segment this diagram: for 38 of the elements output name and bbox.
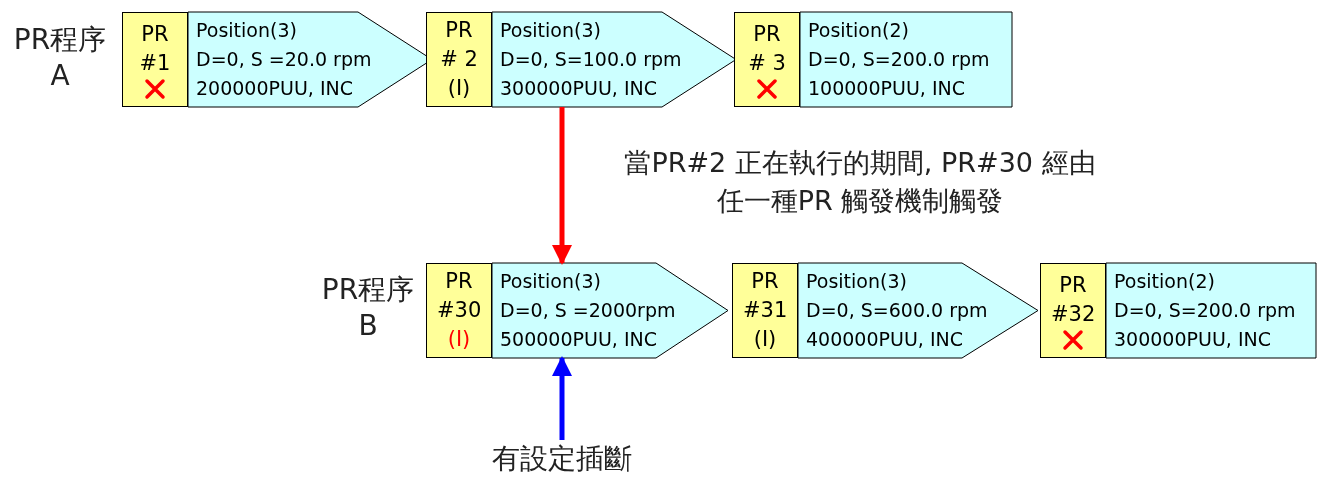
pr-number: PR #31 <box>743 268 787 324</box>
command-text: D=0, S=100.0 rpm <box>500 47 682 72</box>
status-mark: (I) <box>752 326 778 353</box>
command-text: Position(2) <box>808 18 909 43</box>
program-label: PR程序 B <box>320 272 416 344</box>
pr-number-box <box>426 263 492 358</box>
command-text: Position(2) <box>1114 269 1215 294</box>
command-text: Position(3) <box>196 18 297 43</box>
arrow <box>552 107 572 265</box>
command-text: D=0, S=200.0 rpm <box>1114 298 1296 323</box>
command-text: D=0, S =20.0 rpm <box>196 47 372 72</box>
command-text: Position(3) <box>500 269 601 294</box>
command-text: D=0, S=200.0 rpm <box>808 47 990 72</box>
command-text: 200000PUU, INC <box>196 76 353 101</box>
pr-number-box <box>734 12 800 107</box>
command-text: D=0, S =2000rpm <box>500 298 676 323</box>
pr-number: PR #30 <box>437 268 481 324</box>
pr-number: PR # 2 <box>439 17 479 73</box>
pr-number-box <box>1040 263 1106 358</box>
command-text: D=0, S=600.0 rpm <box>806 298 988 323</box>
command-text: 300000PUU, INC <box>1114 327 1271 352</box>
pr-number: PR # 3 <box>747 20 787 77</box>
pr-number-box <box>426 12 492 107</box>
command-text: 100000PUU, INC <box>808 76 965 101</box>
command-text: 300000PUU, INC <box>500 76 657 101</box>
pr-number: PR #1 <box>138 20 172 77</box>
program-label: PR程序 A <box>12 22 108 94</box>
arrow <box>552 356 572 440</box>
pr-number-box <box>122 12 188 107</box>
status-mark: (I) <box>446 75 472 102</box>
note-text: 有設定插斷 <box>482 440 642 478</box>
command-text: 400000PUU, INC <box>806 327 963 352</box>
pr-number: PR #32 <box>1051 271 1095 328</box>
command-text: Position(3) <box>806 269 907 294</box>
command-text: Position(3) <box>500 18 601 43</box>
command-text: 500000PUU, INC <box>500 327 657 352</box>
status-mark: (I) <box>446 326 472 353</box>
pr-number-box <box>732 263 798 358</box>
